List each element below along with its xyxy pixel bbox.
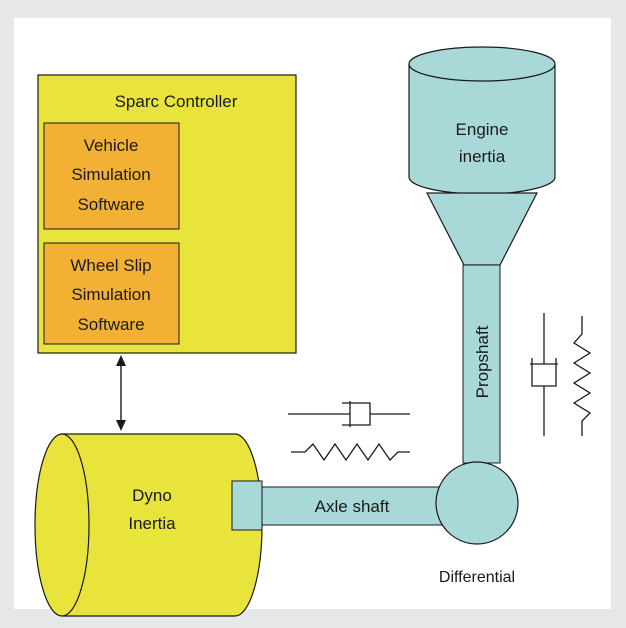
axle-shaft-coupling: [231, 480, 263, 531]
propshaft-damper-spring-symbol: [530, 313, 592, 436]
axle-shaft: Axle shaft: [231, 480, 443, 531]
axle-damper-spring-symbol: [288, 401, 410, 462]
dyno-cylinder-face: [34, 433, 90, 617]
differential: Differential: [435, 461, 519, 586]
wheel-slip-line-3: Software: [77, 315, 144, 334]
propshaft: Propshaft: [462, 264, 501, 464]
differential-circle: [435, 461, 519, 545]
engine-line-2: inertia: [459, 147, 506, 166]
propshaft-damper-icon: [530, 313, 558, 436]
dyno-line-1: Dyno: [132, 486, 172, 505]
dyno-inertia: Dyno Inertia: [34, 433, 263, 617]
vehicle-simulation-box: [43, 122, 180, 230]
axle-spring-icon: [291, 442, 410, 462]
propshaft-label: Propshaft: [473, 325, 492, 398]
differential-label: Differential: [439, 569, 515, 586]
axle-damper-icon: [288, 401, 410, 427]
engine-funnel: [426, 192, 538, 266]
vehicle-simulation-software: Vehicle Simulation Software: [43, 122, 180, 230]
wheel-slip-simulation-software: Wheel Slip Simulation Software: [43, 242, 180, 345]
sparc-controller-title: Sparc Controller: [115, 92, 238, 111]
engine-inertia: Engine inertia: [408, 46, 556, 266]
wheel-slip-line-2: Simulation: [71, 285, 150, 304]
engine-line-1: Engine: [456, 120, 509, 139]
controller-dyno-arrow: [116, 355, 126, 431]
dyno-line-2: Inertia: [128, 514, 176, 533]
vehicle-sim-line-2: Simulation: [71, 165, 150, 184]
wheel-slip-simulation-box: [43, 242, 180, 345]
propshaft-spring-icon: [572, 316, 592, 436]
vehicle-sim-line-3: Software: [77, 195, 144, 214]
sparc-controller: Sparc Controller Vehicle Simulation Soft…: [37, 74, 297, 354]
axle-shaft-label: Axle shaft: [315, 497, 390, 516]
vehicle-sim-line-1: Vehicle: [84, 136, 139, 155]
engine-cylinder-top: [408, 46, 556, 82]
propshaft-body: [462, 264, 501, 464]
wheel-slip-line-1: Wheel Slip: [70, 256, 151, 275]
